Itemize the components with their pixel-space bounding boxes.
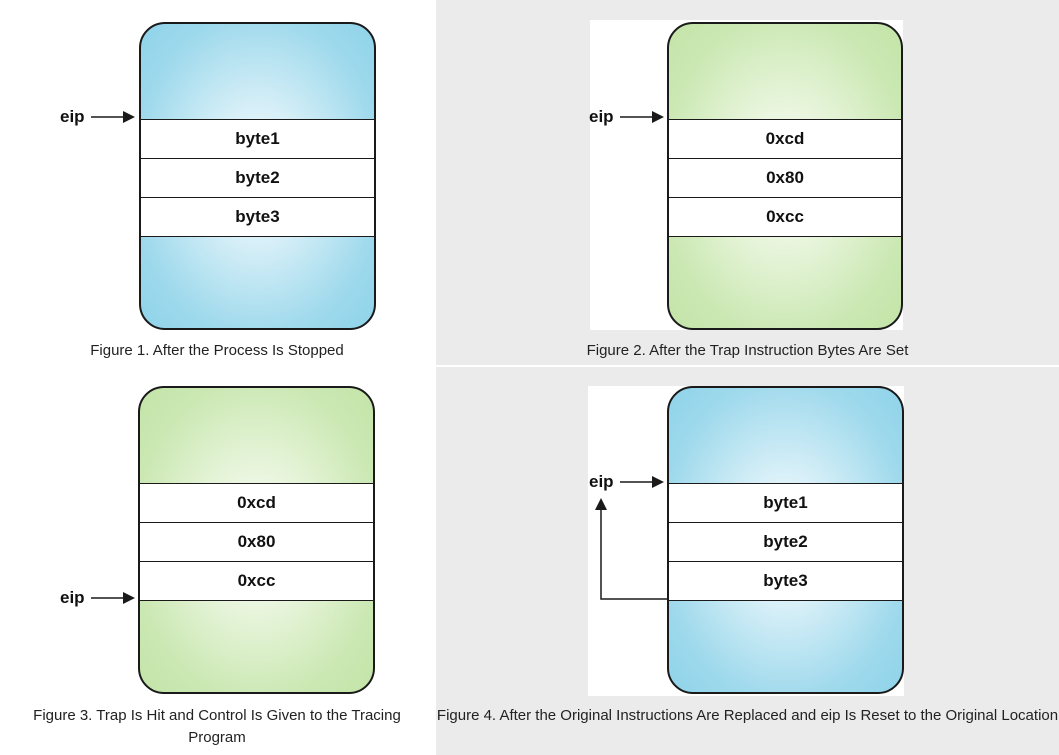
- right-arrow-icon: [619, 111, 664, 123]
- eip-pointer-figure-3: eip: [60, 588, 135, 608]
- eip-pointer-figure-4: eip: [589, 472, 664, 492]
- byte-cell: 0x80: [140, 522, 373, 561]
- right-arrow-icon: [619, 476, 664, 488]
- eip-label: eip: [589, 472, 614, 491]
- eip-pointer-figure-2: eip: [589, 107, 664, 127]
- byte-cell: byte2: [141, 158, 374, 197]
- eip-label: eip: [60, 588, 85, 607]
- memory-block-figure-1: byte1 byte2 byte3: [139, 22, 376, 330]
- byte-cell: 0x80: [669, 158, 901, 197]
- byte-cell: byte3: [141, 197, 374, 237]
- memory-block-figure-2: 0xcd 0x80 0xcc: [667, 22, 903, 330]
- figure-1-caption: Figure 1. After the Process Is Stopped: [90, 342, 344, 359]
- byte-cell: 0xcc: [140, 561, 373, 601]
- byte-cell: byte2: [669, 522, 902, 561]
- eip-pointer-figure-1: eip: [60, 107, 135, 127]
- figure-4-caption: Figure 4. After the Original Instruction…: [436, 707, 1059, 724]
- reset-path-arrow-icon: [595, 498, 667, 600]
- byte-cell: 0xcd: [669, 119, 901, 158]
- byte-cell: byte1: [669, 483, 902, 522]
- eip-label: eip: [60, 107, 85, 126]
- right-arrow-icon: [90, 111, 135, 123]
- byte-cell: 0xcd: [140, 483, 373, 522]
- byte-cell: byte3: [669, 561, 902, 601]
- memory-block-figure-3: 0xcd 0x80 0xcc: [138, 386, 375, 694]
- byte-cell: byte1: [141, 119, 374, 158]
- figure-3-caption: Figure 3. Trap Is Hit and Control Is Giv…: [33, 707, 401, 746]
- byte-cell: 0xcc: [669, 197, 901, 237]
- figure-2-caption: Figure 2. After the Trap Instruction Byt…: [586, 342, 909, 359]
- right-arrow-icon: [90, 592, 135, 604]
- memory-block-figure-4: byte1 byte2 byte3: [667, 386, 904, 694]
- eip-label: eip: [589, 107, 614, 126]
